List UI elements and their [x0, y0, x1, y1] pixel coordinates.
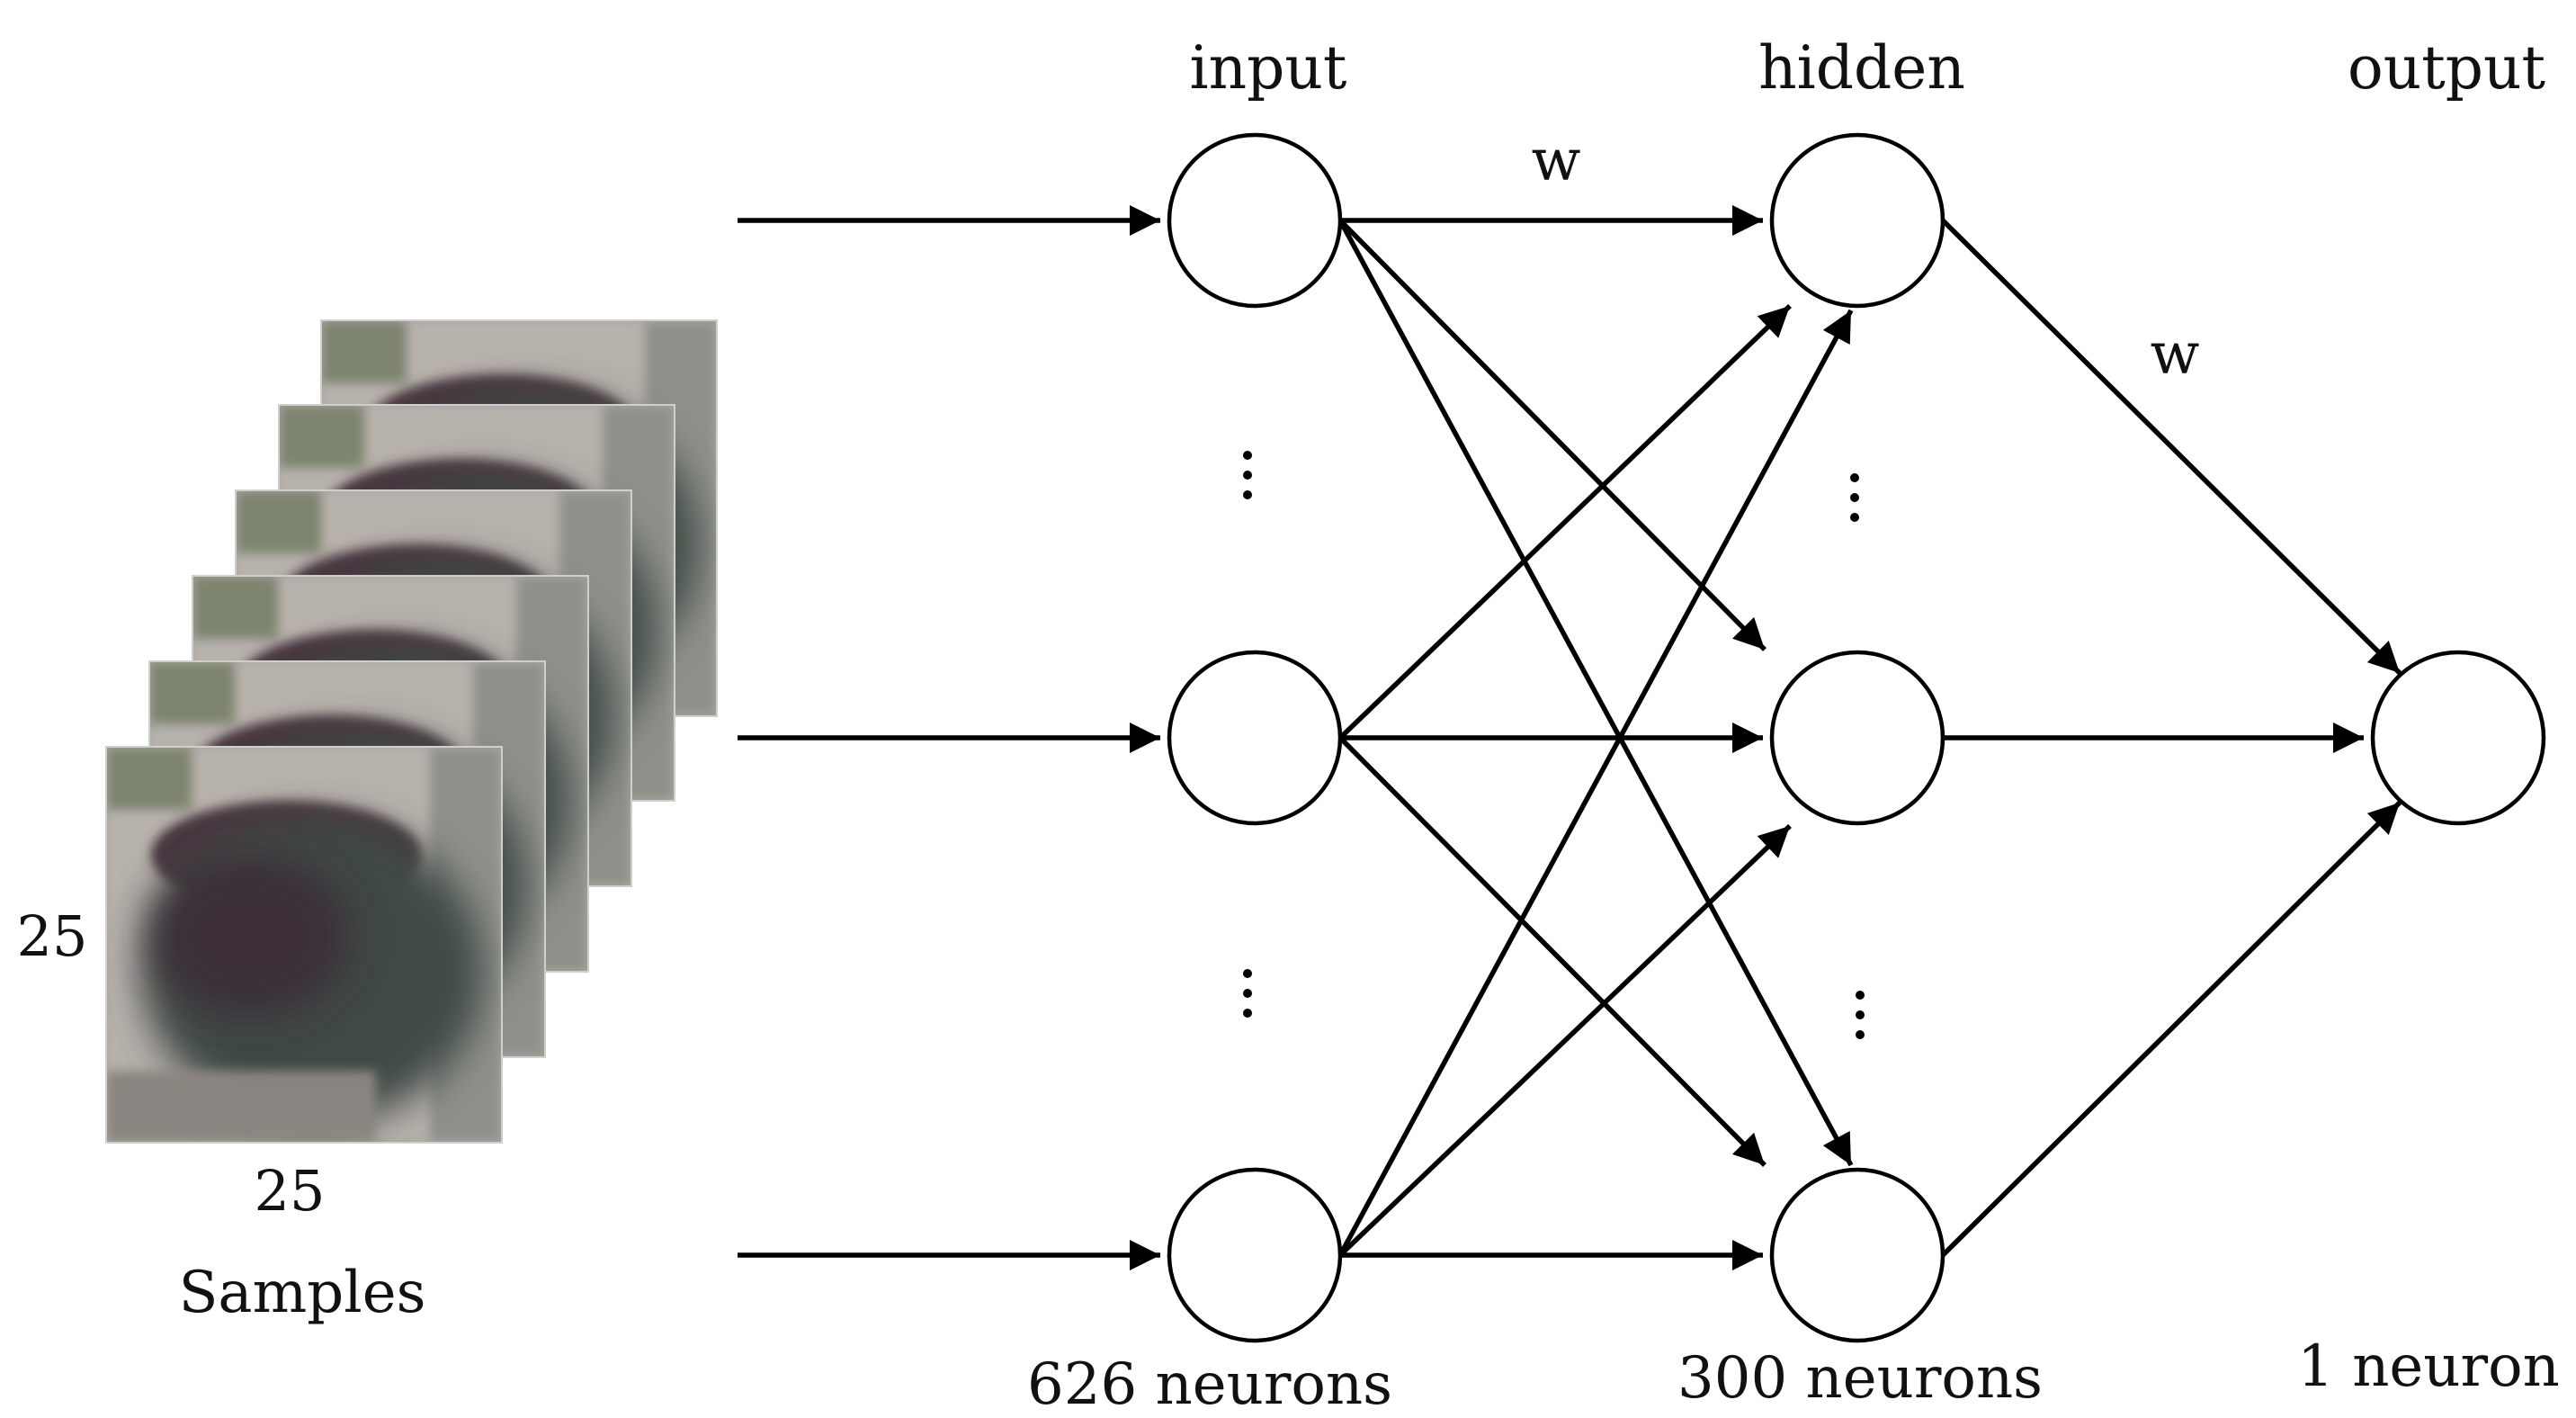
layer-title-input: input	[1190, 33, 1347, 103]
layer-title-hidden: hidden	[1758, 33, 1965, 103]
hidden-output-connections	[1941, 219, 2402, 1257]
sample-image	[106, 747, 502, 1143]
neuron-count-hidden: 300 neurons	[1677, 1345, 2043, 1412]
hidden-neuron	[1769, 132, 1945, 309]
connection	[1337, 219, 1854, 1167]
weight-label-hidden-output: w	[2151, 321, 2200, 388]
ellipsis-input-upper	[1243, 451, 1252, 499]
input-feed-arrows	[738, 205, 1160, 1270]
input-neuron	[1167, 1167, 1343, 1343]
connection	[1338, 219, 1767, 651]
hidden-neuron	[1769, 650, 1945, 826]
input-neuron	[1167, 650, 1343, 826]
ellipsis-hidden-upper	[1850, 473, 1859, 522]
samples-caption: Samples	[179, 1260, 426, 1326]
ellipsis-input-lower	[1243, 969, 1252, 1018]
sample-width-label: 25	[255, 1158, 326, 1224]
input-neuron	[1167, 132, 1343, 309]
connection	[1941, 219, 2402, 675]
connection	[1338, 736, 1767, 1167]
ellipsis-dots	[1243, 451, 1865, 1039]
layer-title-output: output	[2348, 33, 2545, 103]
output-layer	[2370, 650, 2546, 826]
connection	[1337, 309, 1854, 1257]
output-neuron	[2370, 650, 2546, 826]
hidden-layer	[1769, 132, 1945, 1343]
neuron-count-input: 626 neurons	[1027, 1351, 1392, 1418]
connection	[1338, 824, 1792, 1257]
neuron-count-output: 1 neuron	[2297, 1333, 2560, 1400]
input-hidden-connections	[1337, 205, 1854, 1270]
sample-image-stack	[106, 320, 717, 1143]
connection	[1941, 801, 2402, 1257]
connection	[1338, 304, 1792, 740]
ellipsis-hidden-lower	[1856, 991, 1865, 1039]
sample-height-label: 25	[17, 903, 88, 969]
input-layer	[1167, 132, 1343, 1343]
weight-label-input-hidden: w	[1532, 128, 1581, 194]
hidden-neuron	[1769, 1167, 1945, 1343]
